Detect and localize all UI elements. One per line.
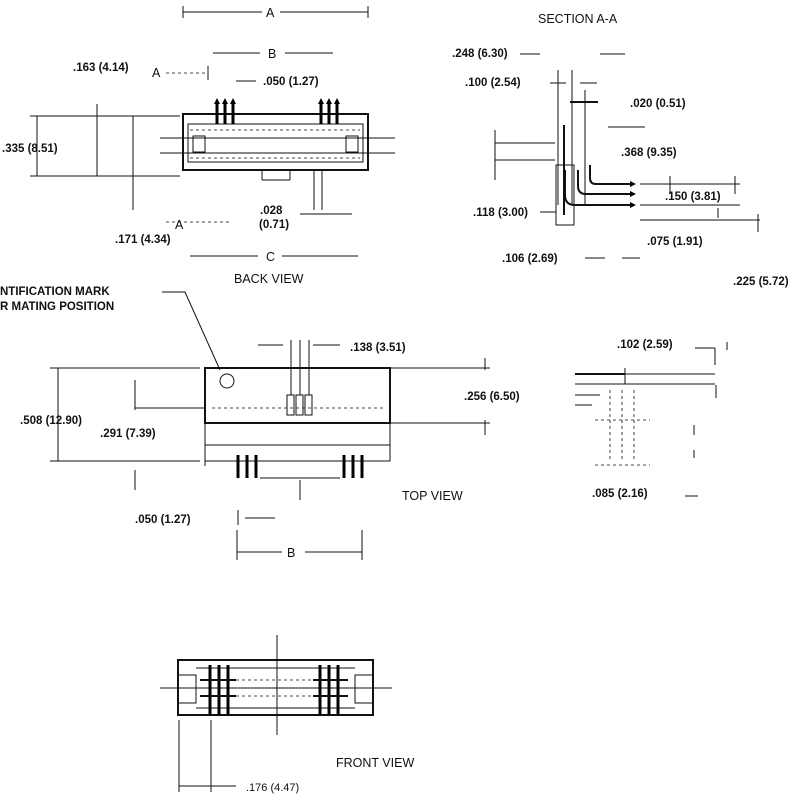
front-view: FRONT VIEW .176 (4.47) [160, 635, 414, 794]
front-view-title: FRONT VIEW [336, 756, 414, 770]
note-line-2: R MATING POSITION [0, 301, 114, 313]
dim-102: .102 (2.59) [617, 339, 673, 351]
dim-508: .508 (12.90) [20, 415, 82, 427]
dim-b-top: B [287, 546, 295, 560]
dim-118: .118 (3.00) [473, 207, 528, 219]
dim-b-label: B [268, 47, 276, 61]
front-pins-right [313, 665, 348, 715]
dim-028-b: (0.71) [259, 219, 289, 231]
back-view-title: BACK VIEW [234, 272, 304, 286]
top-center-pins [286, 340, 313, 416]
dim-335: .335 (8.51) [2, 143, 58, 155]
top-view: NTIFICATION MARK R MATING POSITION .138 … [0, 286, 520, 560]
note-line-1: NTIFICATION MARK [0, 286, 110, 298]
section-title: SECTION A-A [538, 12, 618, 26]
section-a-a: SECTION A-A .248 (6.30) .100 (2.54) .020… [452, 12, 789, 288]
dim-138: .138 (3.51) [350, 342, 406, 354]
dim-176: .176 (4.47) [246, 782, 299, 794]
top-view-title: TOP VIEW [402, 489, 463, 503]
side-view: .102 (2.59) .085 (2.16) [575, 339, 728, 500]
dim-020: .020 (0.51) [630, 98, 686, 110]
front-pins-left [200, 665, 236, 715]
dim-a-label: A [266, 6, 275, 20]
top-bottom-pins [236, 455, 364, 478]
dim-028-a: .028 [260, 205, 283, 217]
back-pins-right [318, 98, 340, 124]
back-pins-left [214, 98, 236, 124]
dim-c-label: C [266, 250, 275, 264]
dim-171: .171 (4.34) [115, 234, 171, 246]
dim-163: .163 (4.14) [73, 62, 129, 74]
section-marker-bottom: A [175, 218, 184, 232]
dim-075: .075 (1.91) [647, 236, 703, 248]
section-marker-top: A [152, 66, 161, 80]
dim-225: .225 (5.72) [733, 276, 789, 288]
dim-248: .248 (6.30) [452, 48, 508, 60]
dim-050-back: .050 (1.27) [263, 76, 319, 88]
dim-106: .106 (2.69) [502, 253, 558, 265]
dim-100: .100 (2.54) [465, 77, 521, 89]
dim-256: .256 (6.50) [464, 391, 520, 403]
dim-368: .368 (9.35) [621, 147, 677, 159]
dim-050-top: .050 (1.27) [135, 514, 191, 526]
dim-291: .291 (7.39) [100, 428, 156, 440]
dim-150: .150 (3.81) [665, 191, 721, 203]
back-view: A B A .163 (4.14) .050 (1.27) [2, 6, 395, 286]
dim-085: .085 (2.16) [592, 488, 648, 500]
identification-mark [219, 373, 235, 389]
